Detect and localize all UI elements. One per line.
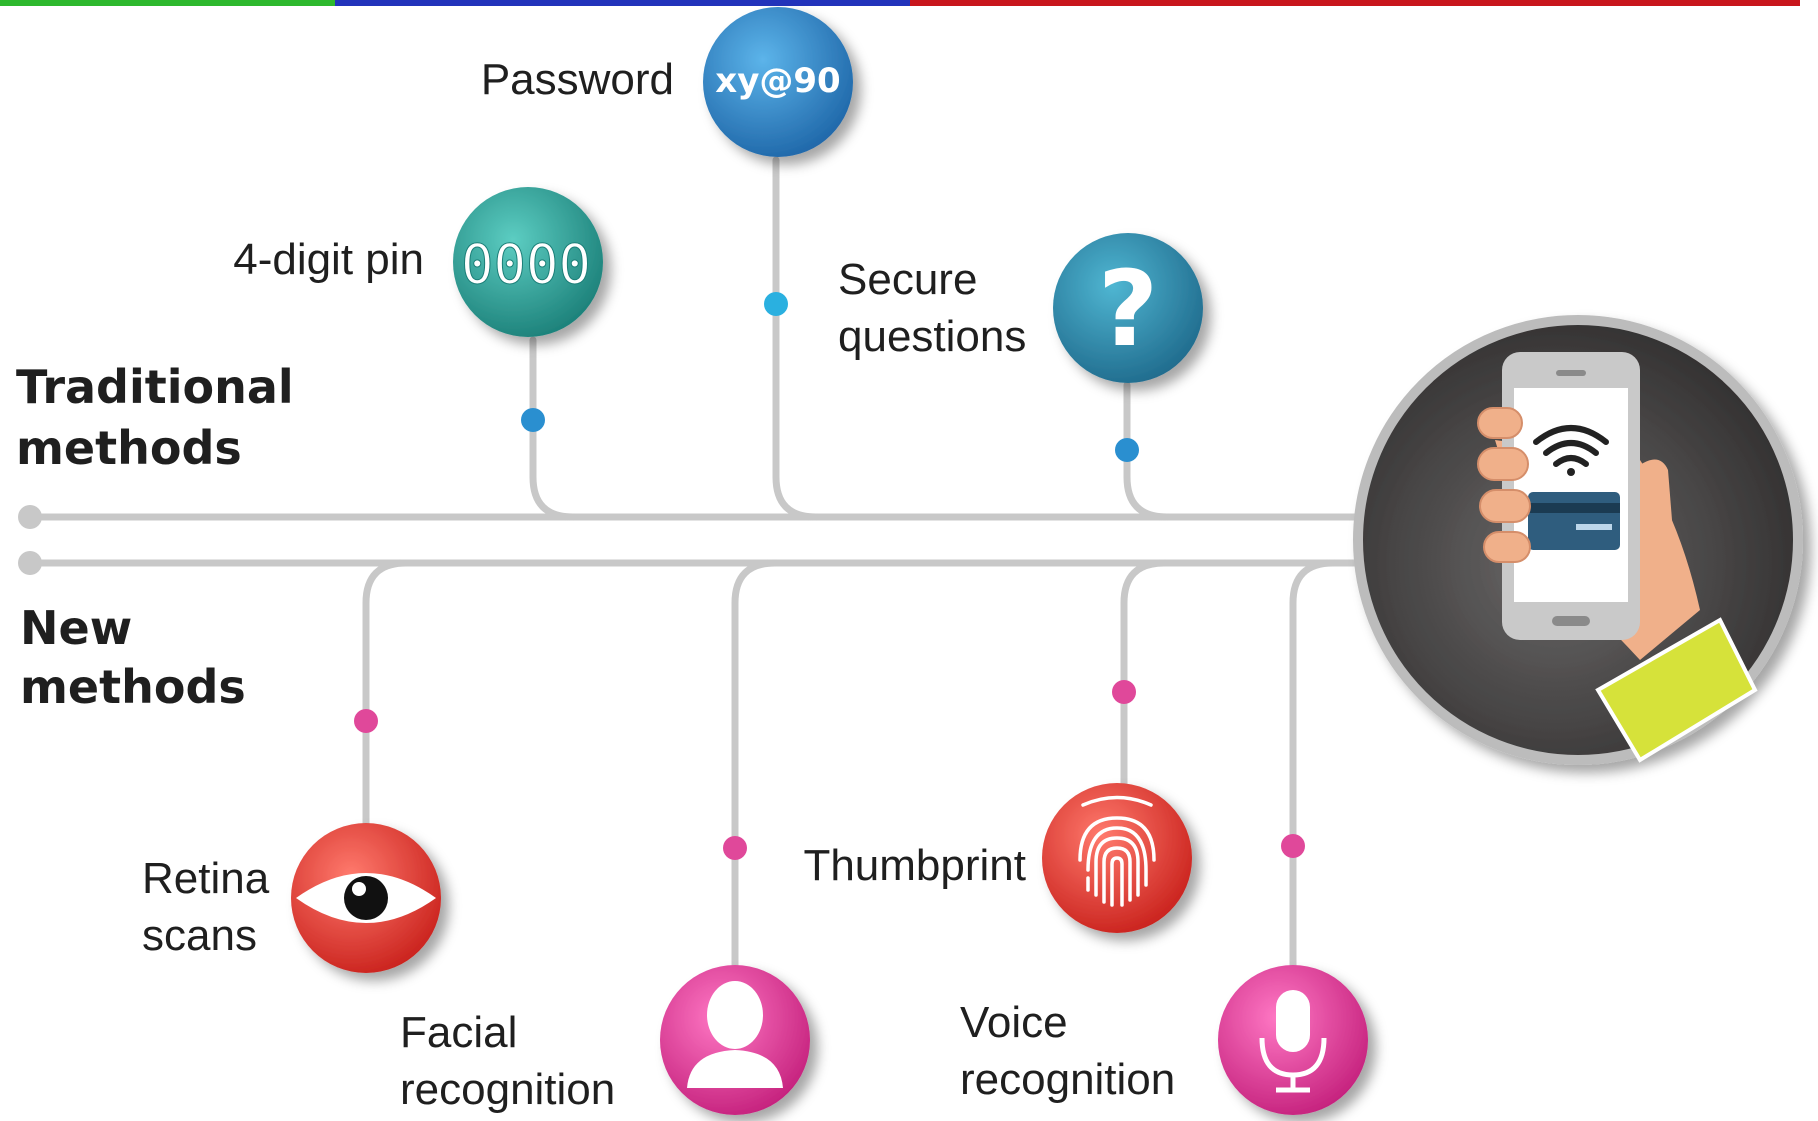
thumbprint-label: Thumbprint — [803, 841, 1026, 890]
top-color-bar — [0, 0, 1800, 6]
new-label-line2: methods — [20, 660, 246, 714]
facial-label-line2: recognition — [400, 1065, 615, 1114]
credit-card-icon — [1528, 492, 1620, 550]
secure-label-line1: Secure — [838, 255, 977, 304]
facial-dot — [723, 836, 747, 860]
new-methods-label: New methods — [20, 601, 246, 714]
voice-dot — [1281, 834, 1305, 858]
retina-dot — [354, 709, 378, 733]
thumb-branch — [1120, 559, 1168, 789]
pin-dot — [521, 408, 545, 432]
facial-branch — [731, 559, 779, 979]
question-mark-icon: ? — [1098, 248, 1158, 370]
pin-node: 4-digit pin 0000 — [233, 187, 603, 337]
person-silhouette-icon — [687, 981, 783, 1088]
traditional-label-line1: Traditional — [16, 360, 294, 414]
retina-label-line1: Retina — [142, 854, 270, 903]
retina-branch — [362, 559, 410, 834]
secure-branch — [1123, 381, 1171, 521]
voice-label-line1: Voice — [960, 998, 1068, 1047]
password-dot — [764, 292, 788, 316]
pin-branch — [529, 336, 577, 521]
eye-icon — [296, 873, 436, 923]
voice-label-line2: recognition — [960, 1055, 1175, 1104]
wifi-icon — [1533, 425, 1609, 476]
new-label-line1: New — [20, 601, 132, 655]
traditional-label-line2: methods — [16, 421, 242, 475]
password-circle — [703, 7, 853, 157]
facial-label-line1: Facial — [400, 1008, 517, 1057]
traditional-methods-label: Traditional methods — [16, 360, 294, 475]
secure-questions-node: Secure questions ? — [838, 233, 1203, 383]
thumbprint-node: Thumbprint — [803, 783, 1192, 933]
traditional-line-cap — [18, 505, 42, 529]
pin-circle — [453, 187, 603, 337]
voice-node: Voice recognition — [960, 965, 1368, 1115]
retina-label-line2: scans — [142, 911, 257, 960]
facial-node: Facial recognition — [400, 965, 810, 1115]
pin-digits-icon: 0000 — [461, 233, 591, 296]
thumb-dot — [1112, 680, 1136, 704]
voice-branch — [1289, 559, 1337, 979]
retina-node: Retina scans — [142, 823, 441, 973]
secure-dot — [1115, 438, 1139, 462]
password-node: Password xy@90 — [481, 7, 853, 157]
password-label: Password — [481, 55, 674, 104]
secure-label-line2: questions — [838, 312, 1026, 361]
fingerprint-icon — [1078, 795, 1156, 907]
password-text-icon: xy@90 — [715, 61, 840, 101]
microphone-icon — [1259, 990, 1327, 1093]
password-branch — [772, 156, 820, 521]
branch-dots — [354, 292, 1305, 860]
question-circle — [1053, 233, 1203, 383]
hand-holding-phone-icon — [1353, 315, 1803, 765]
pin-label: 4-digit pin — [233, 235, 424, 284]
connector-lines — [26, 156, 1384, 979]
new-line-cap — [18, 551, 42, 575]
